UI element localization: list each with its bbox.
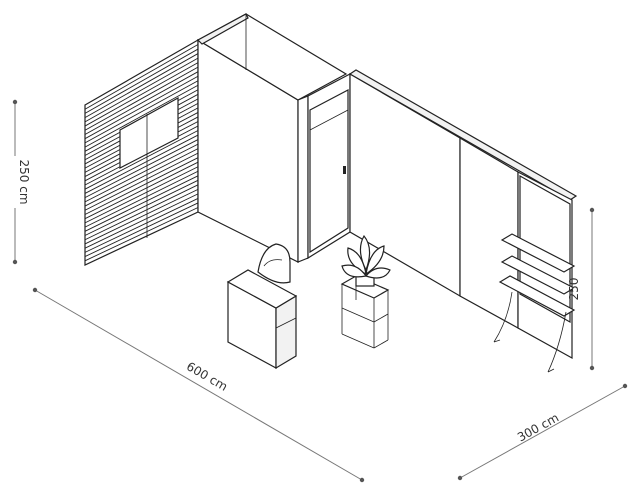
left-slat-wall bbox=[84, 38, 199, 266]
height-right-label: 250 bbox=[567, 278, 581, 301]
depth-label: 300 cm bbox=[515, 410, 561, 444]
slat-line bbox=[84, 170, 199, 228]
slat-line bbox=[84, 166, 199, 224]
slat-line bbox=[84, 134, 199, 194]
slat-line bbox=[84, 202, 199, 257]
slat-line bbox=[84, 193, 199, 249]
slat-line bbox=[84, 198, 199, 253]
slat-line bbox=[84, 175, 199, 232]
back-wall-right bbox=[348, 69, 578, 360]
shelf-unit bbox=[493, 233, 576, 373]
plant-stand bbox=[340, 275, 390, 349]
dimension-height-right: 250 bbox=[567, 207, 595, 371]
slat-line bbox=[84, 157, 199, 215]
plant bbox=[341, 234, 391, 287]
slat-line bbox=[84, 148, 199, 207]
height-left-label: 250 cm bbox=[17, 159, 31, 204]
door-partition bbox=[297, 73, 351, 263]
slat-line bbox=[84, 48, 199, 114]
slat-line bbox=[84, 188, 199, 245]
slat-line bbox=[84, 75, 199, 140]
slat-line bbox=[84, 44, 199, 110]
dimension-width: 600 cm bbox=[32, 287, 365, 483]
dimension-depth: 300 cm bbox=[457, 383, 628, 481]
slat-line bbox=[84, 152, 199, 211]
slat-line bbox=[84, 62, 199, 127]
slat-line bbox=[84, 184, 199, 241]
slat-line bbox=[84, 80, 199, 144]
slat-line bbox=[84, 161, 199, 220]
slat-line bbox=[84, 207, 199, 262]
slat-line bbox=[84, 130, 199, 190]
counter bbox=[226, 269, 298, 370]
slat-line bbox=[84, 143, 199, 203]
slat-line bbox=[84, 53, 199, 119]
width-label: 600 cm bbox=[184, 359, 230, 394]
slat-line bbox=[84, 84, 199, 148]
slat-line bbox=[84, 57, 199, 123]
chair bbox=[257, 243, 291, 284]
slat-line bbox=[84, 179, 199, 236]
dimension-height-left: 250 cm bbox=[7, 99, 31, 265]
slat-line bbox=[84, 71, 199, 135]
slat-line bbox=[84, 139, 199, 199]
slat-line bbox=[84, 66, 199, 131]
